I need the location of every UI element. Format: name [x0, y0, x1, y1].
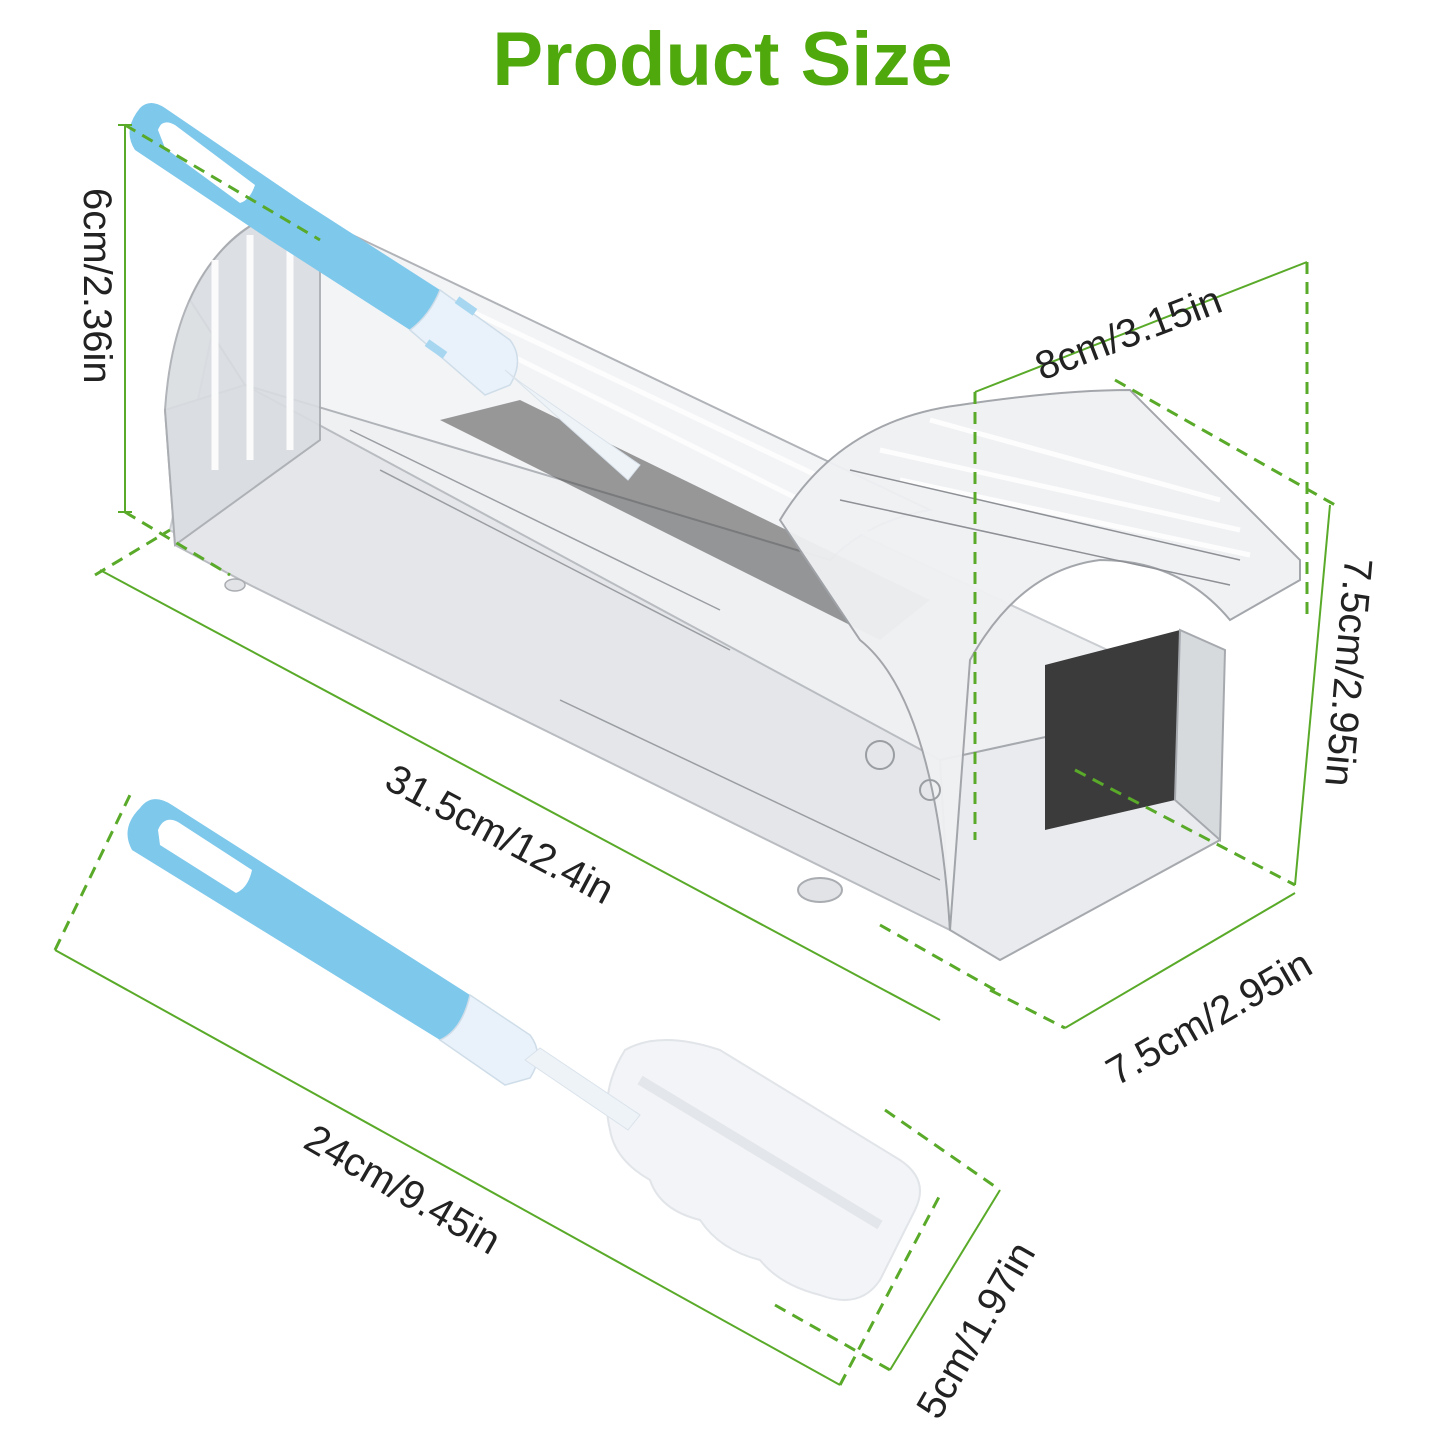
brush-handle	[127, 799, 641, 1131]
page-title: Product Size	[492, 17, 953, 102]
cleaning-brush-image	[129, 103, 921, 1301]
dimension-lines	[53, 123, 1336, 1386]
trap-height-label: 6cm/2.36in	[75, 188, 119, 384]
mouse-trap-image	[163, 208, 1301, 962]
